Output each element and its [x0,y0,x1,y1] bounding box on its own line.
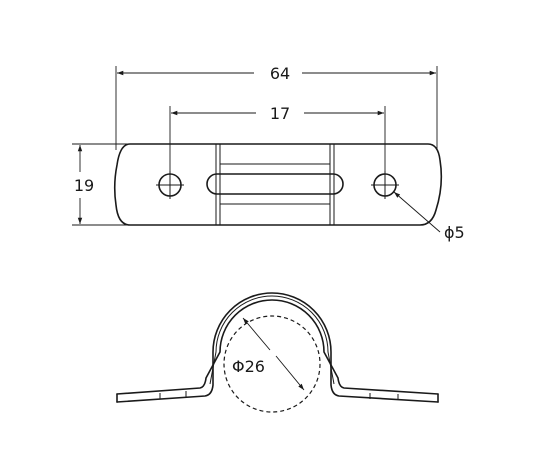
dimension-hole-spacing: 17 [169,104,386,172]
dimension-overall-length: 64 [115,64,438,150]
dimension-hole-diameter: ϕ5 [393,191,465,242]
side-view [116,292,439,413]
saddle-mid-line [209,295,335,385]
dimension-height: 19 [72,143,128,226]
saddle-outer-profile [116,292,439,403]
saddle-inner-profile [116,299,439,395]
hole-diameter-label: ϕ5 [444,223,465,242]
plate-outline [113,143,443,226]
pipe-circle-hidden [223,315,321,413]
height-label: 19 [74,176,94,195]
center-slot [206,173,344,195]
overall-length-label: 64 [270,64,290,83]
dimension-pipe-diameter: Φ26 [232,317,305,391]
hole-spacing-label: 17 [270,104,290,123]
pipe-diameter-label: Φ26 [232,357,265,376]
top-view [113,143,443,226]
